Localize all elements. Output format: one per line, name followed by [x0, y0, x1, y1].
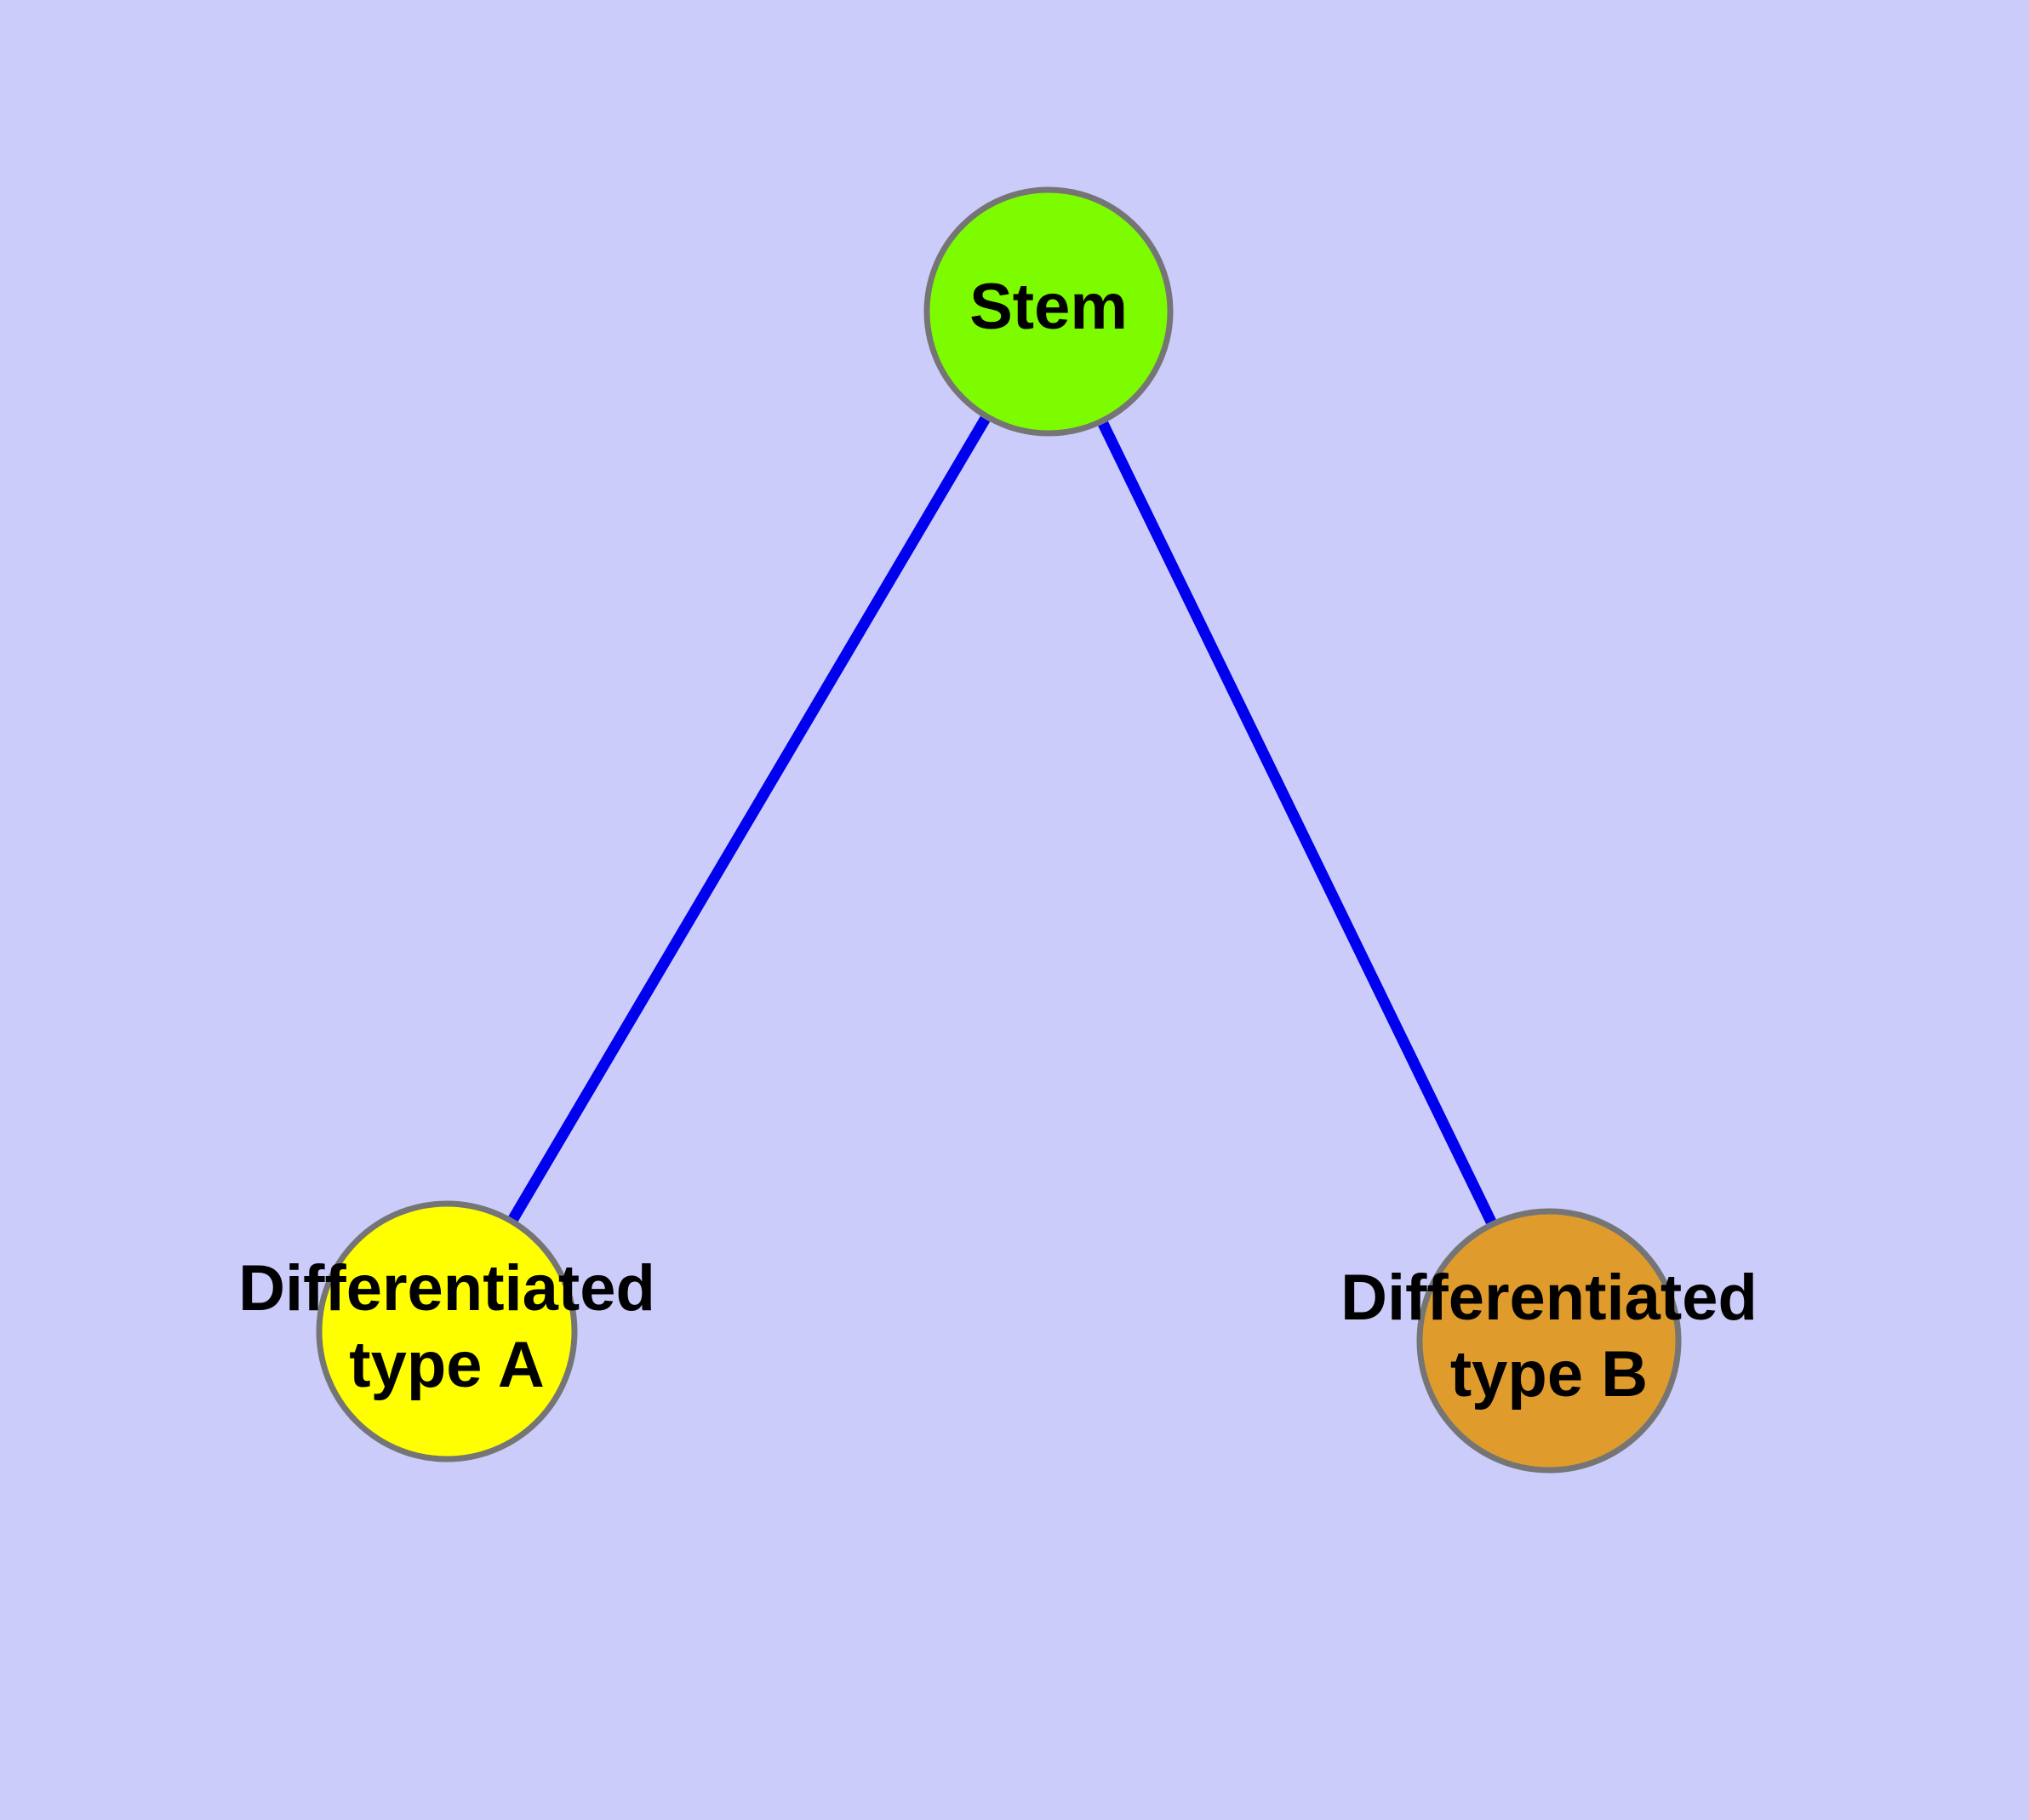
graph-edge-stem-to-diff-a[interactable] [508, 415, 991, 1222]
nodes-layer [316, 186, 1682, 1474]
graph-node-diff_a[interactable] [316, 1200, 578, 1462]
graph-node-diff_b[interactable] [1416, 1208, 1682, 1474]
node-label-line: Differentiated [1340, 1262, 1758, 1334]
edges-layer [508, 415, 1496, 1225]
node-label-line: type A [349, 1329, 544, 1401]
node-label-stem: Stem [969, 271, 1128, 343]
node-label-line: type B [1450, 1338, 1648, 1411]
node-label-line: Stem [969, 271, 1128, 343]
graph-edge-stem-to-diff-b[interactable] [1098, 421, 1496, 1225]
node-label-line: Differentiated [238, 1252, 655, 1325]
graph-node-stem[interactable] [923, 186, 1174, 437]
